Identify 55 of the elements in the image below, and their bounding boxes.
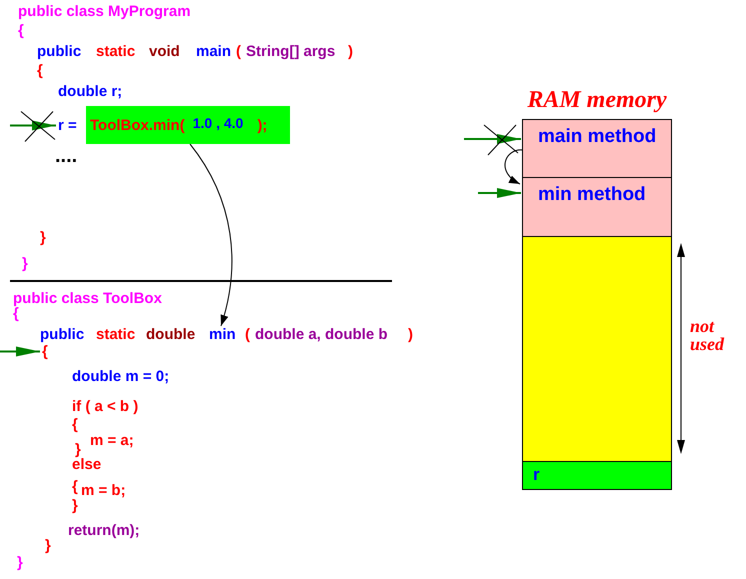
- pointer-arrow: [478, 188, 521, 198]
- code-text: {: [37, 63, 43, 78]
- code-text: public class MyProgram: [18, 4, 191, 19]
- code-text: static: [96, 327, 136, 342]
- code-text: }: [17, 555, 23, 570]
- code-text: (: [245, 327, 250, 342]
- pointer-arrow: [464, 134, 521, 144]
- code-text: double m = 0;: [72, 369, 170, 384]
- code-text: public: [37, 44, 82, 59]
- code-text: main: [196, 44, 232, 59]
- code-text: }: [40, 230, 46, 245]
- code-text: }: [75, 442, 81, 457]
- code-text: double: [146, 327, 196, 342]
- stack-frame: [523, 178, 671, 237]
- code-text: );: [257, 118, 268, 132]
- code-text: {: [42, 344, 48, 359]
- pointer-arrow: [10, 120, 56, 130]
- code-text: {: [13, 306, 19, 321]
- code-text: }: [45, 538, 51, 553]
- curved-arrow: [190, 144, 232, 326]
- code-text: {: [18, 23, 24, 38]
- code-text: m = a;: [90, 433, 134, 448]
- code-text: }: [72, 498, 78, 513]
- variable-slot: [523, 462, 671, 489]
- code-text: ): [348, 44, 353, 59]
- code-text: if ( a < b ): [72, 399, 138, 414]
- code-text: m = b;: [81, 483, 126, 498]
- code-text: {: [72, 417, 78, 432]
- code-text: else: [72, 457, 102, 472]
- code-text: static: [96, 44, 136, 59]
- variable-label: r: [533, 466, 541, 483]
- code-text: void: [149, 44, 180, 59]
- code-text: ....: [55, 146, 78, 166]
- pointer-arrow: [0, 346, 40, 356]
- code-text: String[] args: [246, 44, 336, 59]
- code-text: {: [72, 479, 78, 494]
- curved-arrow: [504, 150, 524, 184]
- side-note: not used: [690, 317, 726, 353]
- code-text: min: [209, 327, 236, 342]
- code-text: 1.0 , 4.0: [192, 116, 244, 130]
- code-text: double a, double b: [255, 327, 388, 342]
- code-text: double r;: [58, 84, 122, 99]
- code-text: ToolBox.min(: [90, 118, 185, 132]
- memory-title: RAM memory: [527, 88, 667, 112]
- highlight-box: [86, 106, 290, 144]
- code-text: (: [236, 44, 241, 59]
- code-text: ): [408, 327, 413, 342]
- code-text: return(m);: [68, 523, 140, 538]
- code-text: public class ToolBox: [13, 291, 162, 306]
- code-text: public: [40, 327, 84, 342]
- code-text: }: [22, 256, 28, 271]
- frame-label: min method: [538, 185, 647, 204]
- code-text: r =: [58, 118, 77, 133]
- frame-label: main method: [538, 127, 658, 146]
- stack-frame: [523, 120, 671, 178]
